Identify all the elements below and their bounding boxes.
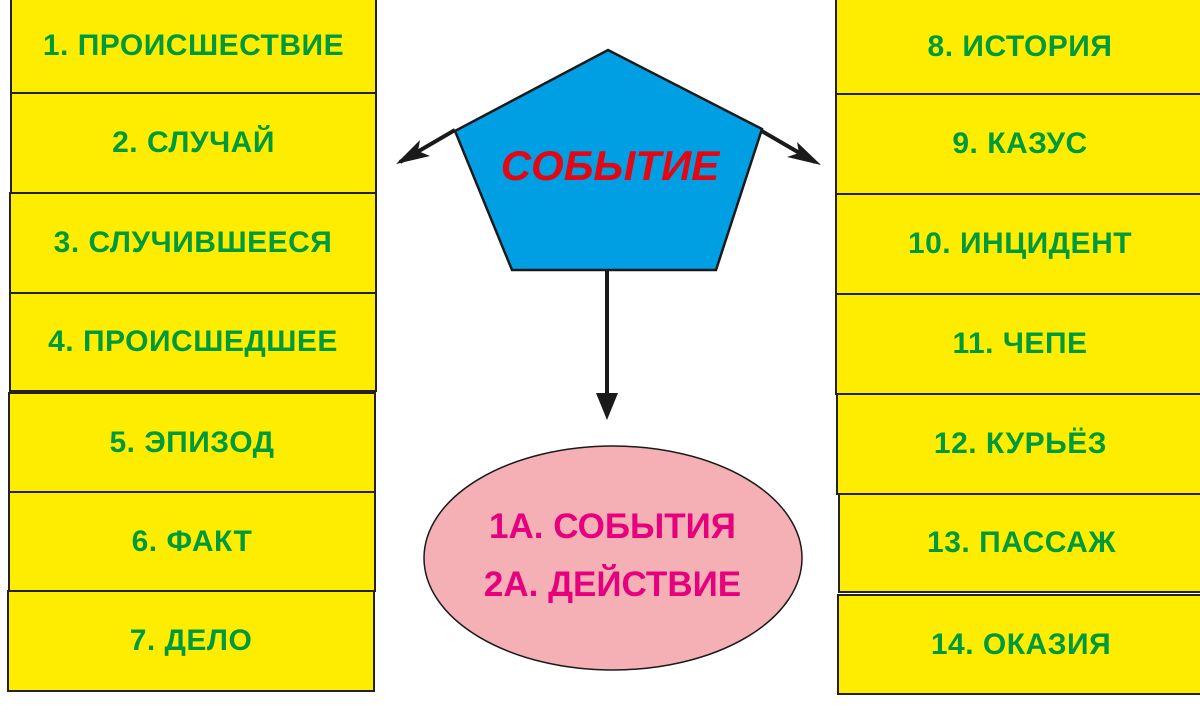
- synonym-box-13: 13. ПАССАЖ: [838, 493, 1200, 593]
- synonym-label: 3. СЛУЧИВШЕЕСЯ: [53, 226, 333, 259]
- center-pentagon: [453, 48, 764, 272]
- synonym-box-4: 4. ПРОИСШЕДШЕЕ: [9, 292, 377, 392]
- synonym-label: 8. ИСТОРИЯ: [927, 29, 1113, 63]
- synonym-label: 5. ЭПИЗОД: [109, 425, 275, 459]
- synonym-box-8: 8. ИСТОРИЯ: [835, 0, 1200, 95]
- synonym-box-10: 10. ИНЦИДЕНТ: [835, 193, 1200, 295]
- arrowhead-down-icon: [596, 393, 618, 420]
- synonym-box-6: 6. ФАКТ: [8, 491, 376, 592]
- synonym-label: 6. ФАКТ: [131, 524, 253, 558]
- synonym-box-7: 7. ДЕЛО: [7, 590, 375, 692]
- synonym-label: 1. ПРОИСШЕСТВИЕ: [42, 29, 345, 62]
- synonym-label: 14. ОКАЗИЯ: [930, 627, 1112, 661]
- synonym-box-3: 3. СЛУЧИВШЕЕСЯ: [9, 192, 377, 294]
- synonym-box-1: 1. ПРОИСШЕСТВИЕ: [10, 0, 377, 94]
- synonym-box-14: 14. ОКАЗИЯ: [837, 594, 1200, 695]
- ellipse-line-1: 1А. СОБЫТИЯ: [489, 507, 736, 546]
- ellipse-line-2: 2А. ДЕЙСТВИЕ: [483, 565, 742, 604]
- synonym-box-11: 11. ЧЕПЕ: [835, 293, 1200, 395]
- synonym-box-5: 5. ЭПИЗОД: [8, 392, 376, 493]
- center-label: СОБЫТИЕ: [500, 142, 720, 189]
- synonym-label: 11. ЧЕПЕ: [952, 327, 1088, 360]
- synonym-label: 2. СЛУЧАЙ: [112, 126, 275, 159]
- synonym-box-2: 2. СЛУЧАЙ: [10, 92, 377, 194]
- synonym-label: 10. ИНЦИДЕНТ: [907, 227, 1133, 260]
- synonym-label: 9. КАЗУС: [952, 127, 1088, 160]
- result-ellipse: [423, 445, 803, 671]
- synonym-label: 7. ДЕЛО: [129, 624, 253, 657]
- synonym-label: 12. КУРЬЁЗ: [933, 427, 1108, 460]
- arrowhead-right-icon: [787, 142, 821, 165]
- synonym-label: 13. ПАССАЖ: [927, 526, 1116, 559]
- synonym-box-12: 12. КУРЬЁЗ: [836, 393, 1200, 495]
- synonym-box-9: 9. КАЗУС: [835, 93, 1200, 195]
- ellipse-text: 1А. СОБЫТИЯ 2А. ДЕЙСТВИЕ: [425, 498, 800, 614]
- synonym-label: 4. ПРОИСШЕДШЕЕ: [48, 325, 338, 358]
- arrowhead-left-icon: [396, 140, 430, 164]
